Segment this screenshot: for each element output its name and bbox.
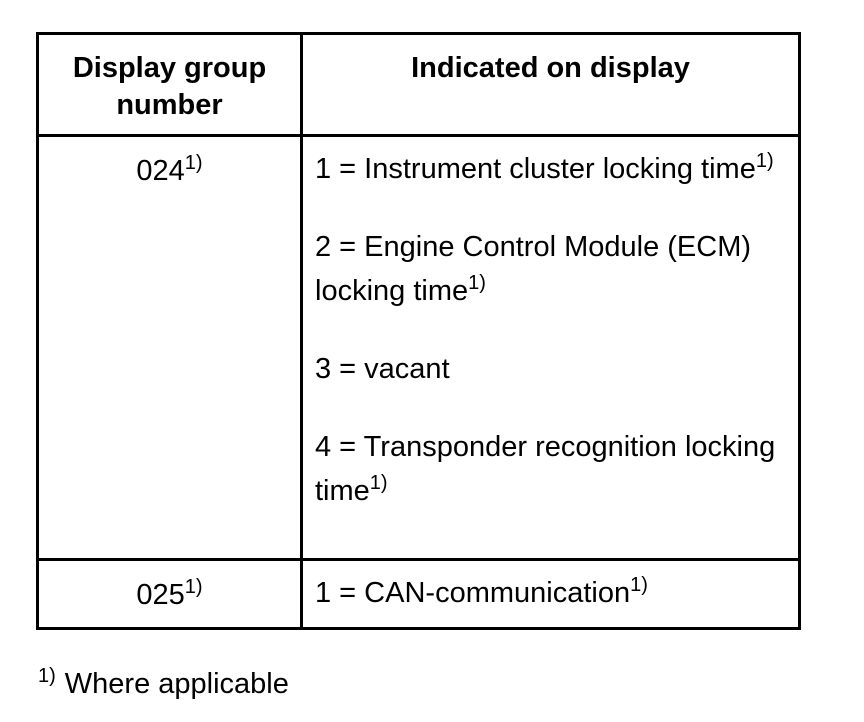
display-item-1: 1 = CAN-communication1) <box>315 571 780 615</box>
footnote-marker: 1) <box>630 574 648 596</box>
footnote-marker: 1) <box>184 576 203 598</box>
display-item-text: 3 = vacant <box>315 353 450 385</box>
footnote-marker: 1) <box>38 665 56 687</box>
footnote: 1) Where applicable <box>38 662 289 706</box>
display-item-2: 2 = Engine Control Module (ECM) locking … <box>315 225 780 313</box>
display-item-text: 1 = Instrument cluster locking time <box>315 153 756 185</box>
footnote-marker: 1) <box>755 150 774 172</box>
table-header-row: Display group number Indicated on displa… <box>36 32 801 137</box>
footnote-marker: 1) <box>468 272 486 294</box>
display-item-text: 4 = Transponder recognition locking time <box>315 431 776 507</box>
table-row-024: 0241) 1 = Instrument cluster locking tim… <box>36 134 801 561</box>
indicated-on-display-cell-024: 1 = Instrument cluster locking time1) 2 … <box>300 134 801 561</box>
footnote-text: Where applicable <box>64 668 289 700</box>
footnote-marker: 1) <box>369 472 388 494</box>
display-group-table: Display group number Indicated on displa… <box>36 32 801 630</box>
display-item-1: 1 = Instrument cluster locking time1) <box>315 147 780 191</box>
indicated-on-display-cell-025: 1 = CAN-communication1) <box>300 558 801 630</box>
group-number-cell-025: 0251) <box>36 558 303 630</box>
group-number: 025 <box>136 579 185 611</box>
group-number: 024 <box>136 155 185 187</box>
display-item-4: 4 = Transponder recognition locking time… <box>315 425 780 513</box>
column-header-indicated-on-display: Indicated on display <box>300 32 801 137</box>
column-header-display-group-number: Display group number <box>36 32 303 137</box>
table-row-025: 0251) 1 = CAN-communication1) <box>36 558 801 630</box>
display-item-3: 3 = vacant <box>315 347 780 391</box>
display-item-text: 2 = Engine Control Module (ECM) locking … <box>315 231 752 307</box>
display-item-text: 1 = CAN-communication <box>315 577 631 609</box>
group-number-cell-024: 0241) <box>36 134 303 561</box>
footnote-marker: 1) <box>184 152 203 174</box>
